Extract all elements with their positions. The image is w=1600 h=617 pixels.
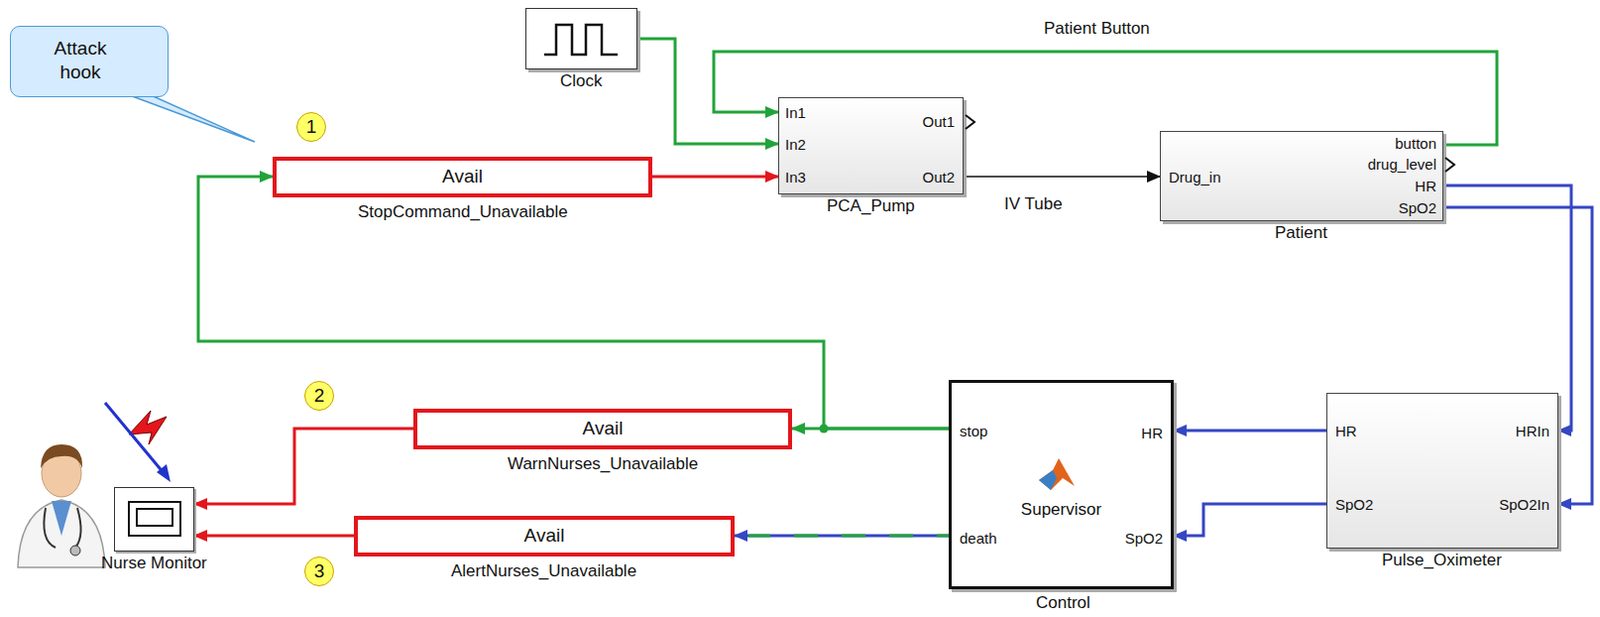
clock-block: Clock	[525, 7, 638, 70]
callout-number: 2	[304, 380, 335, 411]
attack-block: AvailAlertNurses_Unavailable	[353, 515, 735, 557]
port-label: Drug_in	[1168, 168, 1222, 187]
signal-line	[1173, 503, 1327, 536]
status-text: Avail	[357, 526, 731, 545]
signal-line	[198, 176, 949, 429]
block-name: Patient	[1274, 223, 1328, 243]
callout-number: 3	[304, 556, 335, 586]
port-label: SpO2	[1335, 495, 1373, 514]
signal-line	[734, 534, 949, 538]
oximeter-block: HRSpO2HRInSpO2InPulse_Oximeter	[1326, 392, 1559, 549]
port-label: HR	[1335, 422, 1358, 441]
patient-block: Drug_inbuttondrug_levelHRSpO2Patient	[1159, 130, 1444, 222]
status-text: Avail	[276, 167, 649, 186]
port-label: SpO2	[1398, 199, 1437, 218]
port-label: Out2	[921, 168, 955, 187]
port-label: In3	[785, 168, 806, 187]
signal-stripe	[748, 534, 949, 538]
supervisor-block: stopdeathSupervisorHRSpO2Control	[948, 379, 1174, 589]
port-label: Out1	[921, 113, 955, 131]
block-name: Pulse_Oximeter	[1381, 550, 1502, 571]
block-name: AlertNurses_Unavailable	[451, 561, 637, 581]
signal-line	[1173, 429, 1327, 433]
port-label: HR	[1414, 177, 1437, 196]
port-label: In2	[785, 135, 806, 154]
scope-block: Nurse Monitor	[114, 486, 195, 552]
signal-label: Patient Button	[1040, 18, 1153, 39]
scope-icon	[126, 499, 183, 540]
block-name: StopCommand_Unavailable	[357, 202, 569, 223]
port-label: In1	[785, 104, 806, 122]
block-name: WarnNurses_Unavailable	[507, 454, 698, 474]
attack-lightning	[105, 402, 171, 482]
port-label: drug_level	[1368, 155, 1437, 174]
block-name: Clock	[560, 71, 603, 92]
port-label: SpO2In	[1498, 495, 1550, 514]
signal-line	[194, 534, 354, 538]
signal-line	[963, 175, 1160, 178]
callout-tail	[126, 94, 255, 142]
port-label: button	[1394, 134, 1437, 153]
port-label: SpO2	[1125, 529, 1163, 548]
callout-text: Attack hook	[40, 36, 120, 85]
port-label: stop	[959, 422, 988, 441]
matlab-logo	[1036, 456, 1077, 492]
outport-mark	[1444, 156, 1457, 173]
doctor-icon	[17, 444, 106, 568]
signal-label: IV Tube	[1001, 194, 1066, 215]
block-name: Nurse Monitor	[101, 553, 208, 573]
signal-line	[637, 38, 779, 144]
port-label: death	[959, 529, 998, 548]
pulse-icon	[526, 8, 636, 69]
callout-box: Attack hook	[9, 25, 169, 98]
signal-line	[194, 428, 414, 504]
signal-line	[652, 175, 779, 179]
outport-mark	[964, 114, 977, 130]
status-text: Avail	[417, 419, 789, 438]
attack-block: AvailStopCommand_Unavailable	[272, 156, 653, 198]
callout-number: 1	[296, 112, 327, 142]
block-title: Supervisor	[951, 500, 1171, 519]
pump-block: In1In2In3Out1Out2PCA_Pump	[778, 97, 964, 195]
port-label: HR	[1141, 424, 1163, 443]
attack-block: AvailWarnNurses_Unavailable	[413, 408, 793, 450]
block-name: Control	[1035, 592, 1091, 613]
port-label: HRIn	[1515, 422, 1550, 441]
block-name: PCA_Pump	[826, 196, 915, 217]
